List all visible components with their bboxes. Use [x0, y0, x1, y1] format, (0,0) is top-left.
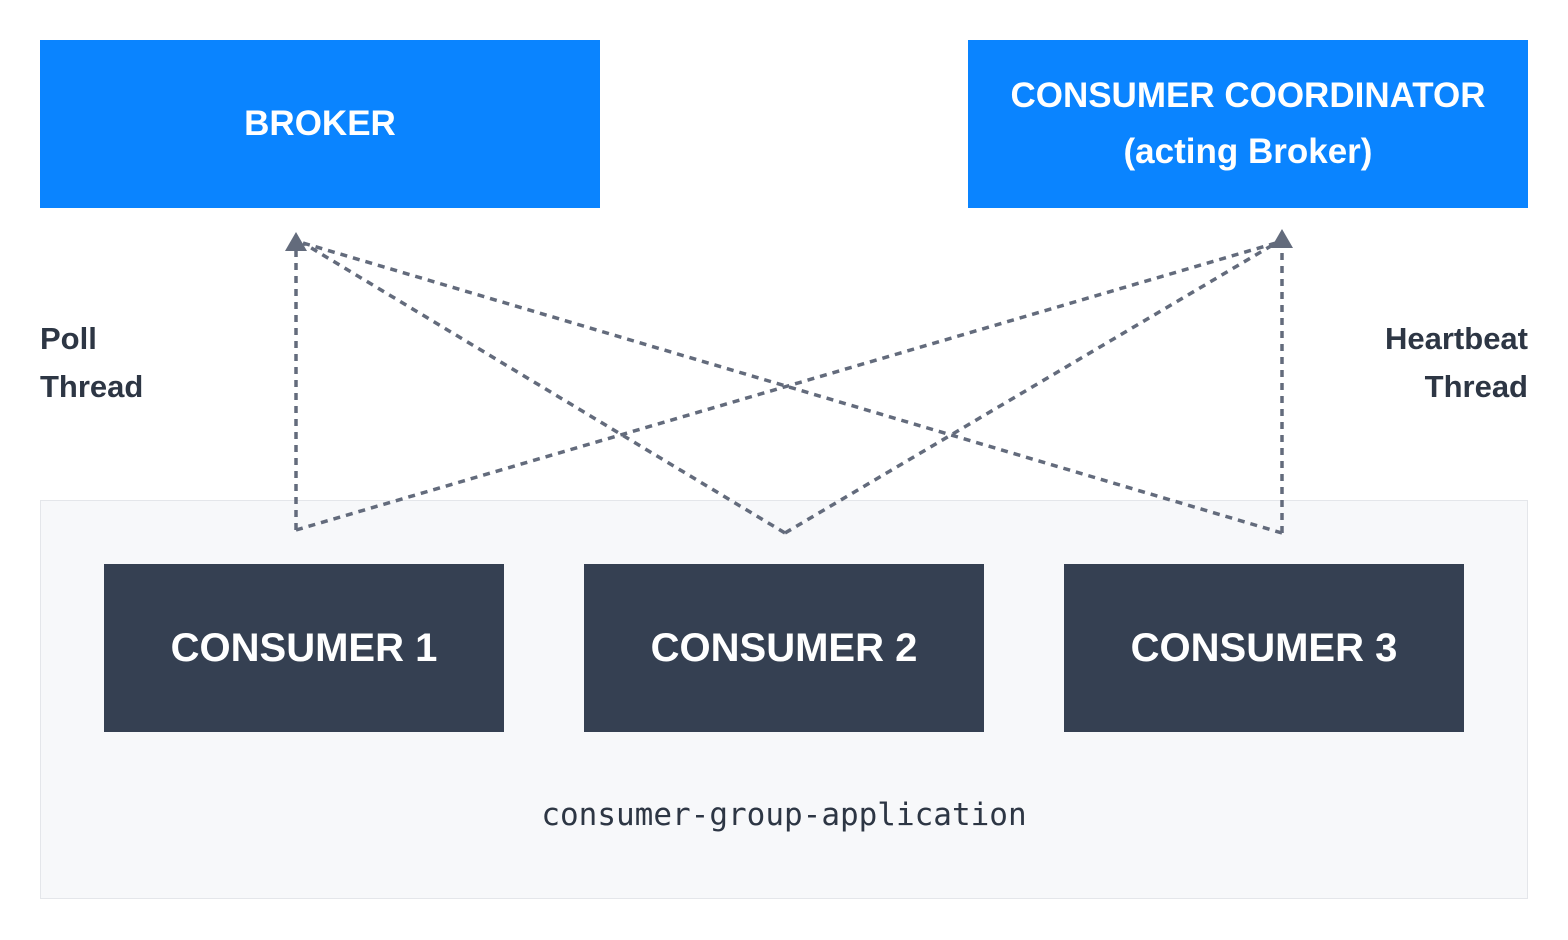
consumer-1-box: CONSUMER 1: [104, 564, 504, 732]
consumer3-poll-line: [302, 241, 1283, 535]
broker-arrowhead: [285, 232, 307, 251]
heartbeat-thread-label: Heartbeat Thread: [1385, 315, 1528, 411]
heartbeat-thread-line2: Thread: [1424, 369, 1528, 404]
consumer-coordinator-box: CONSUMER COORDINATOR (acting Broker): [968, 40, 1528, 208]
consumer-3-label: CONSUMER 3: [1130, 625, 1398, 670]
consumer-2-label: CONSUMER 2: [650, 625, 918, 670]
consumer-group-label: consumer-group-application: [541, 797, 1027, 833]
coordinator-title: CONSUMER COORDINATOR: [1010, 76, 1486, 115]
poll-thread-line1: Poll: [40, 321, 97, 356]
consumer-2-box: CONSUMER 2: [584, 564, 984, 732]
coordinator-arrowhead: [1271, 229, 1293, 248]
consumer-1-label: CONSUMER 1: [170, 625, 438, 670]
heartbeat-thread-line1: Heartbeat: [1385, 321, 1528, 356]
consumer2-poll-line: [302, 241, 786, 535]
broker-box: BROKER: [40, 40, 600, 208]
coordinator-subtitle: (acting Broker): [1123, 132, 1373, 171]
consumer1-heartbeat-line: [295, 241, 1277, 532]
poll-thread-label: Poll Thread: [40, 315, 143, 411]
consumer-3-box: CONSUMER 3: [1064, 564, 1464, 732]
consumer2-heartbeat-line: [784, 241, 1277, 535]
broker-label: BROKER: [244, 104, 396, 143]
poll-thread-line2: Thread: [40, 369, 144, 404]
